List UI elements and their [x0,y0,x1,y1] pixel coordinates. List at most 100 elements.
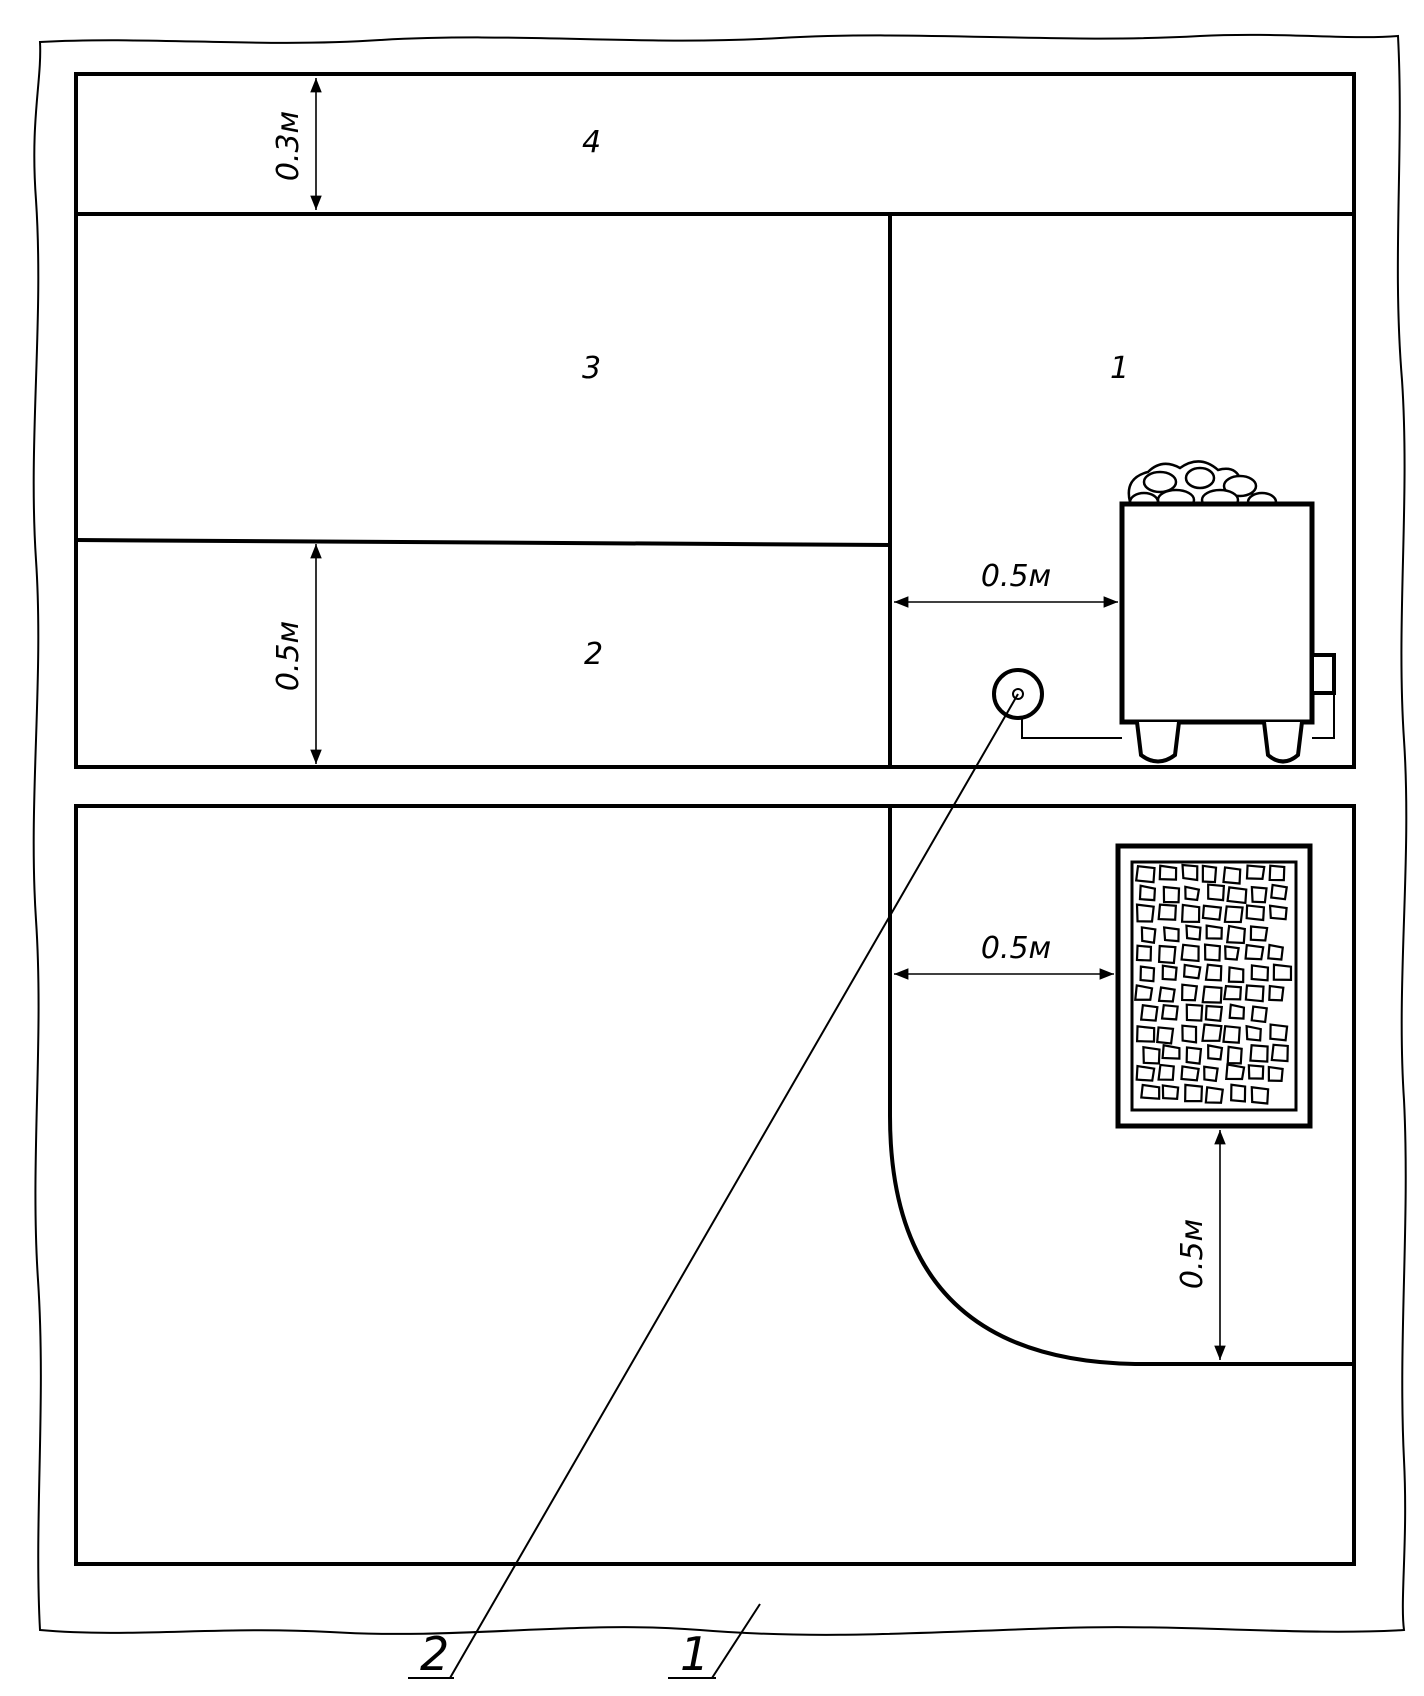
grate-stone [1135,903,1155,923]
callout-number-2: 2 [420,1627,449,1681]
grate-stone [1203,943,1222,962]
grate-stone [1204,1004,1224,1022]
protected-area-outline [888,808,1352,1366]
grate-stone [1227,966,1245,984]
grate-stone [1181,863,1199,882]
grate-stone [1267,943,1284,961]
grate-stone [1272,963,1293,981]
grate-stone [1135,1064,1156,1082]
grate-stone [1245,1024,1262,1042]
heater-leg-left [1135,721,1181,764]
grate-stone [1181,1024,1198,1044]
grate-stone [1207,883,1226,902]
grate-stone [1135,1025,1156,1043]
grate-stone [1161,1084,1180,1100]
grate-stone [1185,1003,1204,1022]
grate-stone [1226,886,1248,905]
grate-stone [1156,1026,1175,1045]
grate-stone [1139,1004,1159,1022]
grate-stone [1249,925,1269,942]
sauna-heater [1021,460,1336,764]
grate-stone [1250,885,1268,904]
zone-label-2: 2 [584,637,603,672]
grate-stone [1157,944,1177,965]
grate-stone [1205,924,1223,940]
grate-stone [1224,945,1240,961]
grate-stone [1162,926,1180,943]
grate-stone [1185,924,1202,941]
grate-stone [1249,1044,1269,1063]
grate-stone [1204,963,1223,982]
grate-stone [1162,885,1181,904]
grate-stone [1181,983,1199,1002]
grate-stone [1225,924,1247,945]
grate-stone [1230,1083,1247,1103]
grate-stone [1203,1065,1219,1083]
grate-stone [1269,1023,1289,1042]
grate-stone [1222,984,1243,1001]
grate-stone [1157,1063,1175,1081]
grate-stone [1204,1086,1224,1104]
grate-stone [1161,1043,1181,1060]
grate-stone [1139,965,1156,983]
grate-stone [1185,1046,1203,1065]
grate-stone [1226,1045,1243,1065]
dim-text-grate-side: 0.5м [981,931,1051,966]
grate-stone [1268,904,1288,921]
leader-line-2 [449,693,1019,1679]
grate-stone [1268,864,1286,882]
zone-label-1: 1 [1110,351,1129,386]
grate-stone [1180,1065,1200,1082]
grate-stone [1270,883,1288,901]
grate-stone [1250,964,1270,982]
dim-text-lower-band: 0.5м [271,621,306,691]
grate-stone [1134,984,1154,1001]
grate-stone [1245,864,1266,880]
grate-stone [1244,984,1265,1003]
divider-lower-band [75,538,891,547]
grate-stone [1222,866,1242,885]
grate-stone-pattern [1134,863,1293,1105]
grate-stone [1157,986,1176,1003]
grate-stone [1180,903,1201,924]
grate-stone [1135,944,1153,962]
grate-stone [1160,1003,1179,1021]
grate-stone [1207,1044,1224,1061]
grate-stone [1157,903,1178,921]
grate-stone [1201,1023,1223,1042]
grate-stone [1222,1024,1241,1044]
grate-stone [1138,884,1157,902]
heater-cable [1021,690,1335,739]
grate-stone [1158,864,1178,881]
upper-frame [74,72,1356,769]
heater-control-box [1310,653,1336,695]
grate-stone [1270,1043,1289,1063]
grate-stone [1244,943,1265,961]
stone-floor-grate [1115,843,1313,1129]
grate-stone [1142,1045,1161,1065]
grate-stone [1134,864,1156,884]
grate-stone [1225,1063,1246,1081]
grate-stone [1267,1065,1284,1082]
heater-body [1119,501,1315,725]
leader-line-1 [711,1603,761,1679]
grate-stone [1140,926,1157,945]
dim-text-top-band: 0.3м [271,111,306,181]
break-outline [32,33,1408,1636]
grate-stone [1223,905,1244,924]
grate-stone [1201,904,1223,921]
heater-leg-right [1262,721,1304,764]
grate-stone [1247,1064,1265,1080]
grate-stone [1180,943,1200,963]
lower-frame [74,804,1356,1566]
grate-stone [1140,1083,1161,1100]
grate-stone [1184,1083,1204,1103]
callout-number-1: 1 [680,1627,709,1681]
grate-stone [1201,985,1223,1004]
grate-stone [1228,1003,1246,1020]
grate-stone [1201,864,1218,884]
grate-stone [1268,984,1285,1002]
zone-label-3: 3 [582,351,601,386]
grate-stone [1250,1086,1270,1105]
grate-stone [1250,1005,1268,1024]
